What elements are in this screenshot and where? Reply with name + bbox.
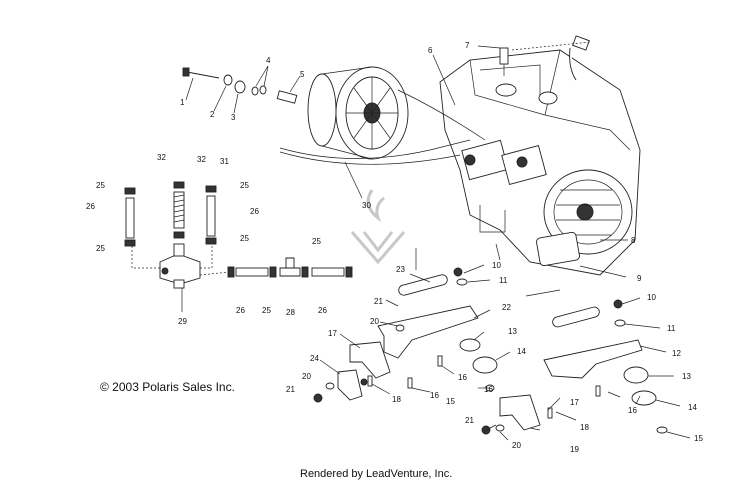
callout-25f: 25	[262, 306, 271, 315]
leader-lines	[319, 239, 691, 441]
hose-clamp	[205, 185, 217, 193]
callout-25d: 25	[240, 234, 249, 243]
callout-14: 14	[517, 347, 526, 356]
callout-8: 8	[631, 236, 636, 245]
callout-labels: 1 2 3 4 4 5 6 7 8 9 10 10 11 11 12 13 13…	[86, 41, 703, 454]
callout-25b: 25	[96, 244, 105, 253]
callout-25: 25	[96, 181, 105, 190]
nut	[313, 267, 623, 435]
callout-26: 26	[86, 202, 95, 211]
callout-16b: 16	[430, 391, 439, 400]
callout-24: 24	[310, 354, 319, 363]
callout-26b: 26	[250, 207, 259, 216]
callout-3: 3	[231, 113, 236, 122]
callout-4: 4	[266, 56, 271, 65]
callout-12: 12	[672, 349, 681, 358]
hose-clamp	[345, 266, 353, 278]
callout-10: 10	[492, 261, 501, 270]
callout-17: 17	[328, 329, 337, 338]
washer	[223, 74, 233, 86]
hose-clamp	[173, 231, 185, 239]
o-ring	[259, 85, 267, 95]
hose-clamp	[173, 181, 185, 189]
callout-32: 32	[157, 153, 166, 162]
callout-11b: 11	[667, 324, 676, 333]
callout-21b: 21	[286, 385, 295, 394]
throttle-cable	[279, 139, 471, 159]
callout-19: 19	[570, 445, 579, 454]
hose-clamp	[124, 239, 136, 247]
tee-fitting	[279, 257, 301, 277]
copyright-notice: © 2003 Polaris Sales Inc.	[100, 380, 235, 394]
callout-21c: 21	[465, 416, 474, 425]
callout-1: 1	[180, 98, 185, 107]
callout-13: 13	[508, 327, 517, 336]
callout-27: 28	[286, 308, 295, 317]
callout-6: 6	[428, 46, 433, 55]
oil-pump	[159, 243, 201, 289]
callout-9: 9	[637, 274, 642, 283]
callout-20c: 20	[512, 441, 521, 450]
callout-7: 7	[465, 41, 470, 50]
callout-30: 31	[220, 157, 229, 166]
drive-clutch	[307, 66, 409, 160]
rendered-by-footer: Rendered by LeadVenture, Inc.	[300, 468, 453, 480]
callout-16c: 16	[484, 385, 493, 394]
callout-22: 22	[502, 303, 511, 312]
callout-11: 11	[499, 276, 508, 285]
callout-20b: 20	[302, 372, 311, 381]
o-ring	[251, 86, 259, 96]
callout-14b: 14	[688, 403, 697, 412]
callout-15b: 15	[694, 434, 703, 443]
oil-hose	[206, 195, 216, 237]
callout-28: 29	[178, 317, 187, 326]
callout-2: 2	[210, 110, 215, 119]
callout-23: 23	[396, 265, 405, 274]
hose-clamp	[301, 266, 309, 278]
hose-clamp	[124, 187, 136, 195]
callout-26c: 26	[236, 306, 245, 315]
callout-18: 18	[392, 395, 401, 404]
callout-26d: 26	[318, 306, 327, 315]
hose-clamp	[205, 237, 217, 245]
engine-block	[439, 49, 641, 276]
hose-clamp	[227, 266, 235, 278]
callout-25c: 25	[240, 181, 249, 190]
engine-mount-bracket	[543, 306, 643, 379]
callout-16: 16	[458, 373, 467, 382]
callout-29: 30	[362, 201, 371, 210]
callout-16d: 16	[628, 406, 637, 415]
hose-clamp	[269, 266, 277, 278]
callout-10b: 10	[647, 293, 656, 302]
sleeve	[276, 90, 298, 104]
rubber-mount	[459, 338, 657, 406]
callout-5: 5	[300, 70, 305, 79]
spacer	[234, 80, 246, 94]
callout-20: 20	[370, 317, 379, 326]
watermark-logo	[350, 189, 406, 265]
engine-mount-bracket	[337, 274, 541, 431]
choke-cable	[279, 151, 461, 165]
throttle-cable	[397, 89, 486, 141]
oil-hose	[235, 267, 269, 277]
callout-13b: 13	[682, 372, 691, 381]
callout-25e: 25	[312, 237, 321, 246]
callout-15: 15	[446, 397, 455, 406]
callout-31: 32	[197, 155, 206, 164]
callout-17b: 17	[570, 398, 579, 407]
bolt	[182, 67, 220, 79]
callout-18b: 18	[580, 423, 589, 432]
callout-21: 21	[374, 297, 383, 306]
bolt	[367, 355, 601, 419]
oil-hose	[125, 197, 135, 239]
oil-hose	[311, 267, 345, 277]
